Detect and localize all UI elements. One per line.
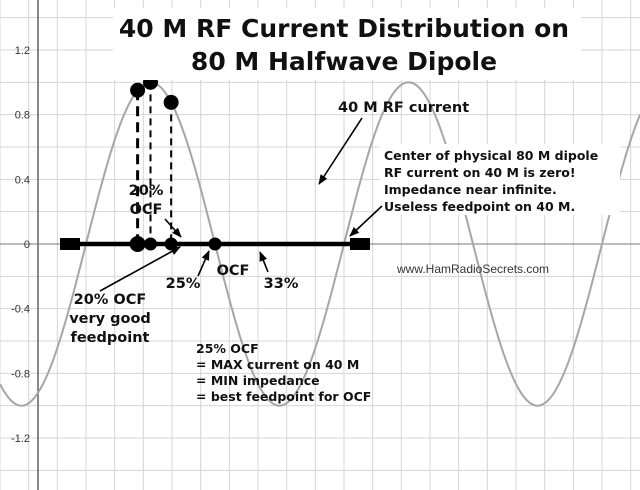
current-drop-lines: [136, 82, 173, 244]
rf-current-label: 40 M RF current: [338, 100, 469, 116]
current-point: [163, 94, 179, 110]
y-tick-label: 0.8: [15, 110, 30, 122]
y-tick-labels: -1.2 -0.8 -0.4 0 0.4 0.8 1.2: [11, 45, 30, 445]
center-note-backdrop: [380, 144, 620, 215]
y-tick-label: -0.4: [11, 304, 30, 316]
center-note-line-1: Center of physical 80 M dipole: [384, 148, 598, 163]
label-25-percent: 25%: [166, 276, 201, 292]
center-note-line-2: RF current on 40 M is zero!: [384, 165, 576, 180]
good-feedpoint-line-2: very good: [69, 311, 151, 327]
good-feedpoint-line-3: feedpoint: [71, 330, 150, 346]
center-note-line-4: Useless feedpoint on 40 M.: [384, 199, 575, 214]
rf-current-arrow: [318, 117, 363, 185]
feedpoint-marker: [144, 237, 157, 251]
title-backdrop: [113, 8, 581, 80]
max-current-line-3: = MIN impedance: [196, 373, 320, 388]
ocf20-top-label-line-2: OCF: [130, 202, 163, 218]
max-current-line-2: = MAX current on 40 M: [196, 357, 359, 372]
y-tick-label: 1.2: [15, 45, 30, 57]
center-arrow: [349, 205, 383, 237]
ocf20-top-arrow: [164, 218, 182, 238]
label-ocf: OCF: [217, 263, 250, 279]
chart-title: 40 M RF Current Distribution on: [119, 14, 569, 43]
chart-subtitle: 80 M Halfwave Dipole: [191, 47, 497, 76]
good-feedpoint-line-1: 20% OCF: [74, 292, 147, 308]
feedpoint-marker: [208, 237, 222, 251]
y-tick-label: 0: [24, 239, 30, 251]
arrow-25-percent: [197, 250, 210, 277]
y-tick-label: -1.2: [11, 433, 30, 445]
series-line-40m-rf-current: [0, 81, 640, 407]
ocf20-top-label-line-1: 20%: [129, 183, 164, 199]
good-feedpoint-arrow: [99, 246, 181, 292]
arrow-33-percent: [259, 251, 269, 273]
max-current-line-4: = best feedpoint for OCF: [196, 389, 371, 404]
y-tick-label: -0.8: [11, 368, 30, 380]
feedpoint-marker: [129, 236, 146, 252]
y-tick-label: 0.4: [15, 174, 30, 186]
antenna-end-insulator-left: [60, 238, 80, 250]
antenna-end-insulator-right: [350, 238, 370, 250]
current-point: [130, 82, 146, 98]
center-note-line-3: Impedance near infinite.: [384, 182, 557, 197]
label-33-percent: 33%: [264, 276, 299, 292]
watermark: www.HamRadioSecrets.com: [396, 262, 549, 276]
max-current-line-1: 25% OCF: [196, 341, 259, 356]
